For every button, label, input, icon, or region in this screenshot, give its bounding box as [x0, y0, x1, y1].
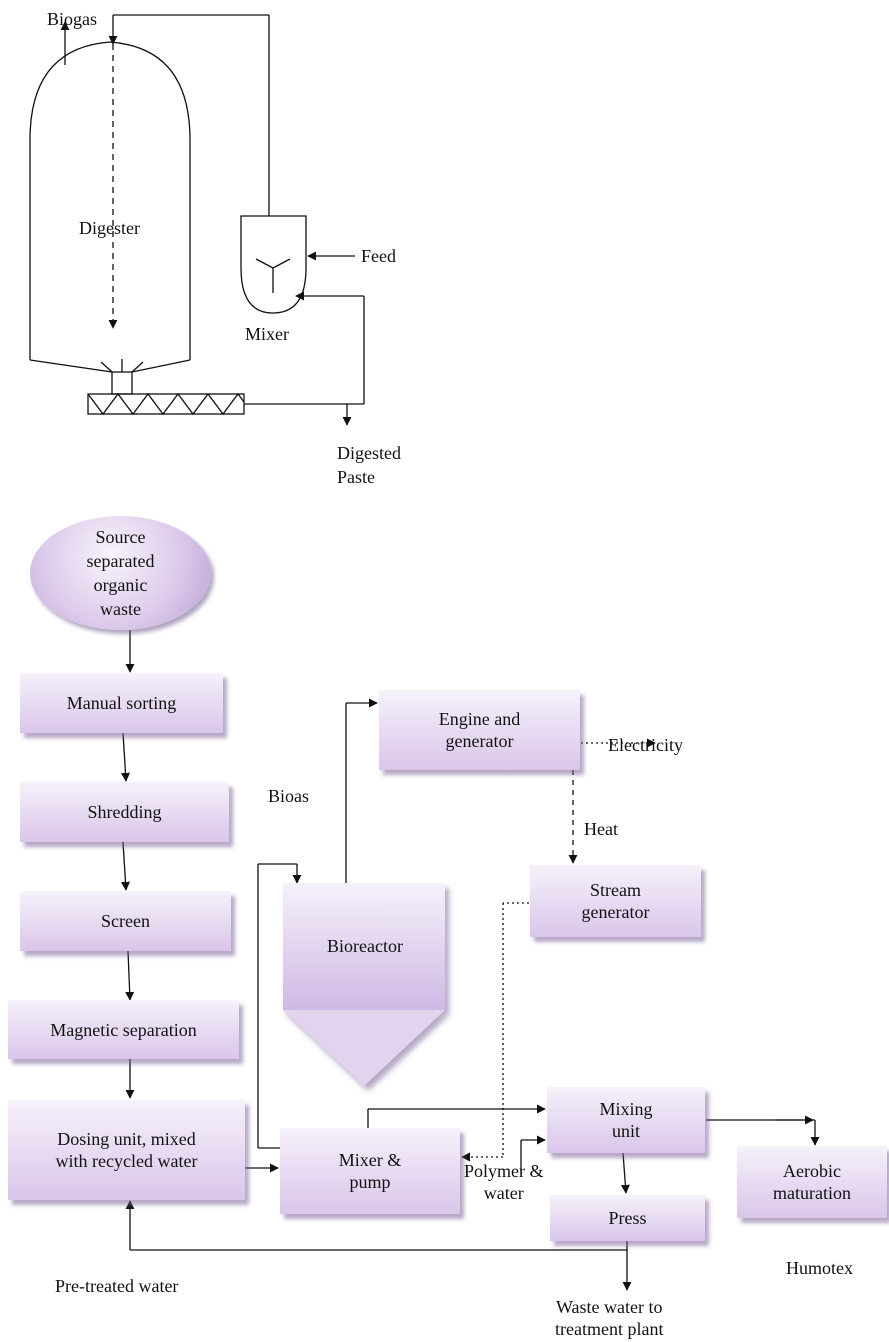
feed-label: Feed [361, 246, 396, 266]
manual-sorting-box: Manual sorting [20, 673, 223, 733]
mixer-label: Mixer [245, 324, 289, 344]
aerobic-maturation-text: Aerobic maturation [773, 1161, 851, 1203]
magnetic-separation-text: Magnetic separation [50, 1019, 197, 1040]
shredding-text: Shredding [87, 802, 162, 822]
dosing-unit-box: Dosing unit, mixed with recycled water [8, 1100, 245, 1200]
mixing-unit-box: Mixing unit [547, 1087, 705, 1153]
screen-box: Screen [20, 891, 231, 951]
electricity-label: Electricity [608, 735, 683, 755]
mixer-vessel [240, 215, 307, 314]
stream-generator-text: Stream generator [581, 880, 650, 922]
biogas-label: Biogas [47, 9, 98, 29]
mixer-pump-text: Mixer & pump [338, 1150, 402, 1192]
digester-section [29, 14, 365, 426]
waste-water-label: Waste water to treatment plant [555, 1297, 664, 1339]
mixer-pump-box: Mixer & pump [280, 1128, 460, 1214]
pretreated-water-label: Pre-treated water [55, 1276, 179, 1296]
aerobic-maturation-box: Aerobic maturation [737, 1146, 887, 1218]
dosing-unit-text: Dosing unit, mixed with recycled water [55, 1129, 198, 1171]
engine-generator-text: Engine and generator [438, 709, 521, 751]
press-text: Press [608, 1208, 647, 1228]
bioreactor-shape [283, 883, 445, 1086]
shredding-box: Shredding [20, 782, 229, 842]
humotex-label: Humotex [786, 1258, 853, 1278]
stream-generator-box: Stream generator [530, 865, 701, 937]
bioas-label: Bioas [268, 786, 310, 806]
digester-vessel [29, 41, 191, 305]
magnetic-separation-box: Magnetic separation [8, 1000, 239, 1059]
source-waste-text: Source separated organic waste [86, 527, 155, 619]
polymer-water-label: Polymer & water [464, 1161, 544, 1203]
heat-label: Heat [584, 819, 618, 839]
engine-generator-box: Engine and generator [379, 690, 580, 770]
digester-label: Digester [79, 218, 140, 238]
manual-sorting-text: Manual sorting [66, 693, 177, 713]
screen-text: Screen [101, 911, 150, 931]
flow-connectors [121, 630, 820, 1291]
mixing-unit-text: Mixing unit [599, 1099, 653, 1141]
source-waste-node: Source separated organic waste [30, 516, 211, 630]
digester-outlet [111, 371, 133, 395]
digested-paste-label: Digested Paste [337, 443, 401, 487]
screw-pattern [87, 392, 245, 416]
press-box: Press [550, 1195, 705, 1241]
bioreactor-label: Bioreactor [327, 936, 403, 956]
